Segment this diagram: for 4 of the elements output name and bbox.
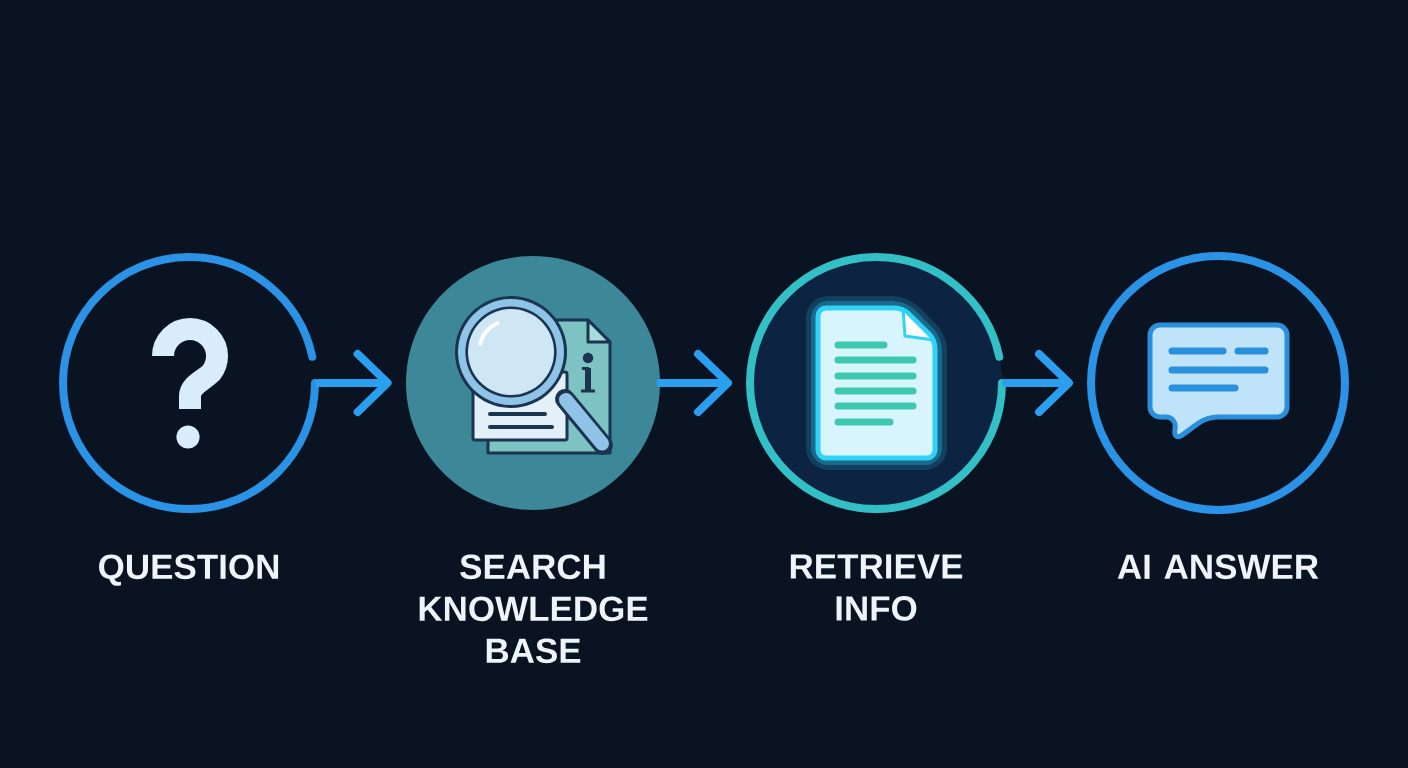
step-label: SEARCH KNOWLEDGE BASE: [419, 554, 648, 664]
step-label: AI ANSWER: [1117, 554, 1319, 580]
step-label: QUESTION: [99, 554, 279, 586]
step-label: RETRIEVE INFO: [790, 554, 963, 621]
